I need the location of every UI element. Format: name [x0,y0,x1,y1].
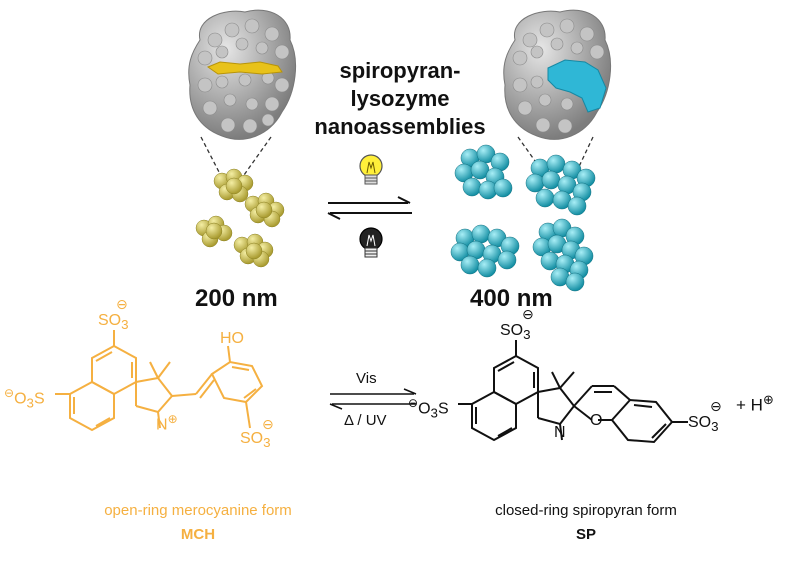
mch-abbrev: MCH [180,526,216,543]
cyan-cluster [450,224,520,278]
cyan-cluster [454,144,513,200]
lysozyme-protein-right [503,9,611,140]
sp-so3-left: ⊖O3S [408,396,449,421]
top-equilibrium-arrows [327,196,412,220]
size-label-left: 200 nm [195,285,278,312]
sp-nanoassemblies [450,144,596,292]
proton-charge: ⊕ [762,392,774,407]
mch-caption: open-ring merocyanine form [104,502,292,519]
light-bulb-off-icon [359,227,383,258]
zoom-line [200,136,220,173]
mch-oh: HO [220,330,244,347]
mch-so3-top: SO3⊖ [98,296,129,333]
cyan-cluster [532,218,594,292]
lysozyme-protein-left [188,9,296,140]
proton-text: + H [736,395,763,415]
mch-so3-bottom: SO3⊖ [240,416,274,451]
sp-n: N [554,424,566,441]
sp-so3-right: SO3⊖ [688,398,722,435]
title-line-1: spiropyran- [339,58,461,83]
title-line-3: nanoassemblies [314,114,486,139]
sp-o: O [590,412,603,429]
yellow-cluster [244,192,285,228]
bottom-equilibrium-arrows [329,388,417,410]
cyan-cluster [525,154,596,216]
title-line-2: lysozyme [350,86,450,111]
yellow-cluster [195,215,233,248]
forward-condition: Vis [356,370,377,387]
sp-abbrev: SP [575,526,596,543]
size-label-right: 400 nm [470,285,553,312]
sp-caption: closed-ring spiropyran form [495,502,677,519]
mch-structure [55,330,264,432]
yellow-cluster [213,168,254,203]
sp-structure [458,340,688,444]
proton-byproduct: + H⊕ [736,392,774,416]
mch-so3-left: ⊖O3S [4,386,45,411]
sp-so3-top: SO3⊖ [500,306,534,343]
mch-n-plus: N⊕ [156,412,178,434]
zoom-line [243,136,272,176]
mch-nanoassemblies [195,168,285,268]
yellow-cluster [233,233,274,268]
light-bulb-on-icon [359,154,383,185]
reverse-condition: Δ / UV [344,412,387,429]
